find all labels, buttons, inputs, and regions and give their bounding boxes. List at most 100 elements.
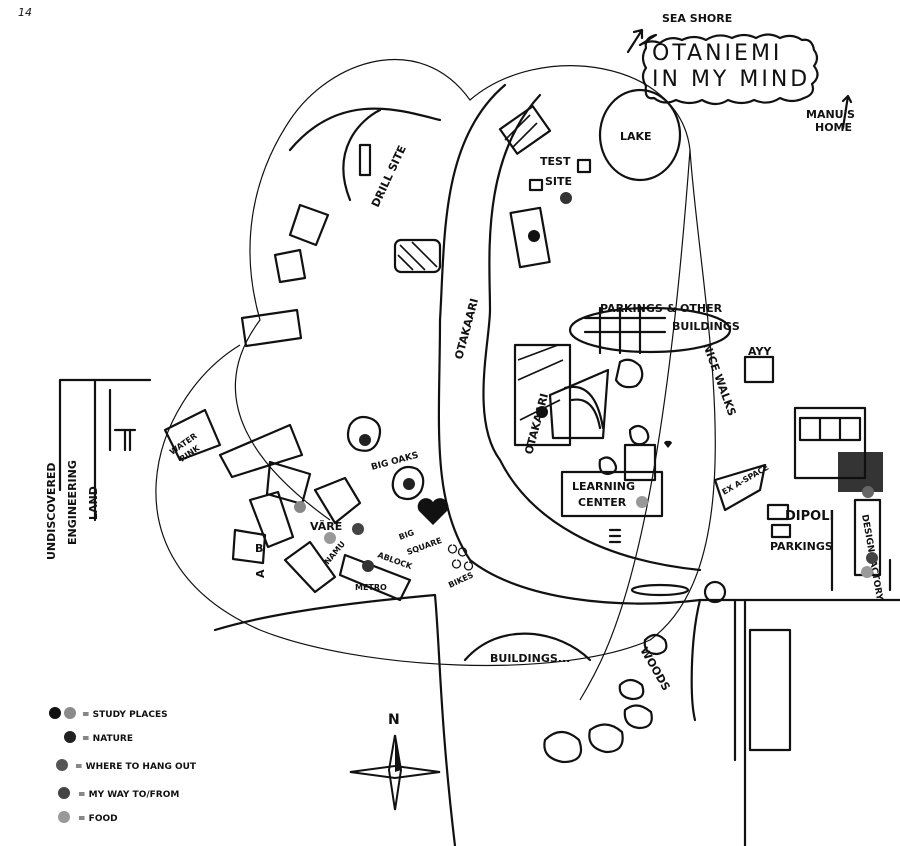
undiscovered-label-3: LAND bbox=[87, 486, 100, 520]
building bbox=[623, 443, 657, 482]
drill-site-label: DRILL SITE bbox=[369, 143, 409, 209]
metro-label: METRO bbox=[355, 583, 387, 592]
a-label: A bbox=[254, 569, 267, 578]
hangout-dot bbox=[862, 486, 874, 498]
food-dot bbox=[861, 566, 873, 578]
legend-dot bbox=[64, 731, 76, 743]
undiscovered-label-2: ENGINEERING bbox=[66, 460, 79, 545]
a-block-building bbox=[338, 553, 412, 602]
otakaari-road-inner bbox=[482, 93, 702, 572]
undiscovered-label: UNDISCOVERED bbox=[45, 462, 58, 560]
road bbox=[830, 518, 892, 592]
buildings-label: BUILDINGS... bbox=[490, 652, 570, 665]
nature-dot bbox=[403, 478, 415, 490]
nature-dot bbox=[359, 434, 371, 446]
legend-dot bbox=[64, 707, 76, 719]
buildings bbox=[240, 203, 330, 348]
ayy-building bbox=[743, 355, 775, 384]
big-square-label: BIG bbox=[398, 528, 416, 542]
hatch bbox=[397, 241, 438, 271]
hatch bbox=[504, 114, 538, 149]
building bbox=[358, 143, 372, 177]
woods-trees bbox=[543, 633, 668, 764]
legend-label: = STUDY PLACES bbox=[82, 710, 168, 720]
manus-home-label: MANU'S bbox=[806, 108, 855, 121]
boundary bbox=[213, 593, 457, 846]
heart-icon bbox=[417, 498, 449, 525]
way-dot bbox=[352, 523, 364, 535]
parkings-other-label: PARKINGS & OTHER bbox=[600, 302, 723, 315]
compass-needle bbox=[387, 734, 403, 811]
test-site-label-2: SITE bbox=[545, 175, 572, 188]
ex-a-space-building bbox=[713, 463, 767, 512]
title-line-2: IN MY MIND bbox=[652, 67, 810, 92]
vare-label: VÄRE bbox=[310, 519, 342, 533]
dipoli-rooms bbox=[798, 416, 862, 442]
big-oaks-label: BIG OAKS bbox=[370, 451, 419, 473]
legend: = STUDY PLACES = NATURE = WHERE TO HANG … bbox=[49, 707, 197, 824]
way-dot bbox=[866, 552, 878, 564]
parkings-label: PARKINGS bbox=[770, 540, 833, 553]
food-dot bbox=[324, 532, 336, 544]
legend-label: = NATURE bbox=[82, 734, 133, 744]
ayy-label: AYY bbox=[748, 345, 772, 358]
sea-shore-label: SEA SHORE bbox=[662, 12, 732, 25]
title-line-1: OTANIEMI bbox=[652, 41, 782, 66]
compass-needle bbox=[349, 764, 441, 780]
island bbox=[630, 583, 690, 597]
legend-dot bbox=[58, 811, 70, 823]
building-hatched bbox=[498, 105, 552, 155]
big-square-label-2: SQUARE bbox=[406, 536, 444, 557]
otakaari-label: OTAKAARI bbox=[452, 297, 481, 361]
dipoli-label: DIPOLI bbox=[785, 509, 834, 524]
parkings-other-label-2: BUILDINGS bbox=[672, 320, 740, 333]
legend-dot bbox=[56, 759, 68, 771]
legend-label: = FOOD bbox=[78, 814, 118, 824]
parking-icons bbox=[766, 503, 792, 539]
legend-dot bbox=[58, 787, 70, 799]
undiscovered-structures bbox=[58, 378, 152, 522]
otakaari-road bbox=[437, 83, 900, 605]
water-rink bbox=[163, 408, 222, 462]
tree-icon bbox=[614, 358, 644, 389]
manus-home-label-2: HOME bbox=[815, 121, 852, 134]
roundabout bbox=[703, 580, 727, 604]
page-number: 14 bbox=[18, 6, 32, 19]
study-dot bbox=[294, 501, 306, 513]
legend-label: = MY WAY TO/FROM bbox=[78, 790, 179, 800]
walking-route bbox=[579, 149, 691, 701]
way-dot bbox=[362, 560, 374, 572]
nice-walks-label: NICE WALKS bbox=[700, 342, 738, 418]
building-hatched bbox=[393, 238, 442, 274]
legend-label: = WHERE TO HANG OUT bbox=[75, 762, 197, 772]
tree-icon bbox=[346, 415, 382, 452]
auditorium-arcs bbox=[563, 385, 605, 430]
north-label: N bbox=[388, 712, 400, 728]
parking-grid bbox=[583, 306, 667, 355]
study-dot bbox=[528, 230, 540, 242]
stairs bbox=[608, 528, 622, 544]
test-site-label: TEST bbox=[540, 155, 571, 168]
lake-label: LAKE bbox=[620, 130, 652, 143]
arrow-icon bbox=[626, 28, 644, 54]
b-label: B bbox=[255, 542, 263, 555]
legend-dot bbox=[49, 707, 61, 719]
title-cloud: OTANIEMI IN MY MIND SEA SHORE MANU'S HOM… bbox=[626, 12, 855, 134]
study-dot bbox=[536, 406, 548, 418]
nature-dot bbox=[560, 192, 572, 204]
learning-center-building bbox=[560, 470, 664, 518]
otakaari-small-label: OTAKAARI bbox=[522, 392, 551, 456]
building bbox=[748, 628, 792, 752]
lake bbox=[598, 88, 682, 182]
walking-route bbox=[155, 59, 716, 667]
building bbox=[528, 178, 544, 192]
main-building bbox=[513, 343, 572, 447]
road-south bbox=[690, 598, 747, 846]
parking-area bbox=[568, 306, 732, 354]
food-dot bbox=[636, 496, 648, 508]
heart-icon bbox=[664, 440, 672, 448]
arrow-icon bbox=[841, 94, 853, 130]
compass-north-arrow-icon bbox=[395, 735, 401, 772]
